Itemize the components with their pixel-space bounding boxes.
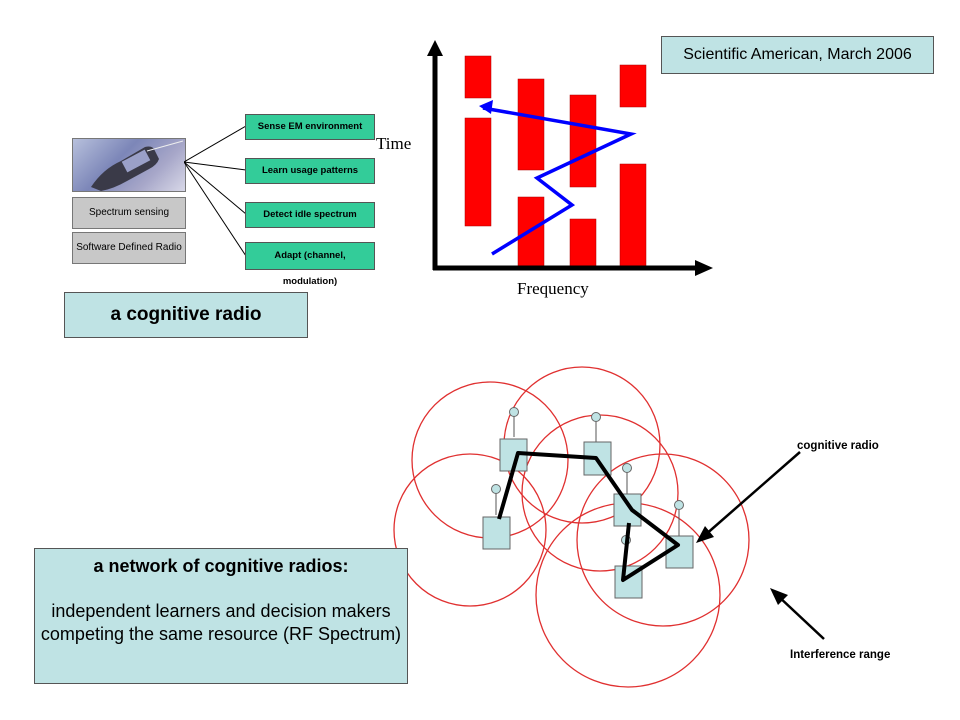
interference-circle (576, 453, 750, 627)
occupied-block (619, 64, 647, 108)
frequency-axis-label: Frequency (517, 279, 589, 298)
interference-circle (393, 453, 547, 607)
network-diagram (393, 366, 825, 688)
cognitive-radio-legend-label: cognitive radio (797, 440, 879, 452)
software-defined-radio-box: Software Defined Radio (72, 232, 186, 264)
radio-node (613, 493, 642, 527)
network-panel-body: independent learners and decision makers… (40, 601, 402, 644)
spectrum-sensing-box: Spectrum sensing (72, 197, 186, 229)
function-box-detect: Detect idle spectrum (245, 202, 375, 228)
phone-photo (72, 138, 186, 192)
interference-circle (521, 414, 679, 572)
occupied-block (464, 55, 492, 99)
network-description-panel: a network of cognitive radios: independe… (34, 548, 408, 684)
occupied-block (517, 78, 545, 171)
occupied-block (464, 117, 492, 227)
network-panel-title: a network of cognitive radios: (93, 556, 349, 576)
occupied-block (569, 218, 597, 268)
occupied-block (619, 163, 647, 268)
function-box-adapt: Adapt (channel, modulation) (245, 242, 375, 287)
radio-link-path (497, 451, 680, 582)
spectrum-time-chart (427, 40, 713, 276)
frequency-hop-path (482, 106, 637, 256)
occupied-block (569, 94, 597, 188)
radio-node (482, 516, 511, 550)
cognitive-radio-caption: a cognitive radio (64, 292, 308, 338)
radio-node (614, 565, 643, 599)
function-box-learn: Learn usage patterns (245, 158, 375, 184)
connector-lines (184, 125, 247, 257)
citation-box: Scientific American, March 2006 (661, 36, 934, 74)
function-box-sense: Sense EM environment (245, 114, 375, 140)
time-axis-label: Time (376, 134, 412, 153)
interference-range-legend-label: Interference range (790, 649, 891, 661)
